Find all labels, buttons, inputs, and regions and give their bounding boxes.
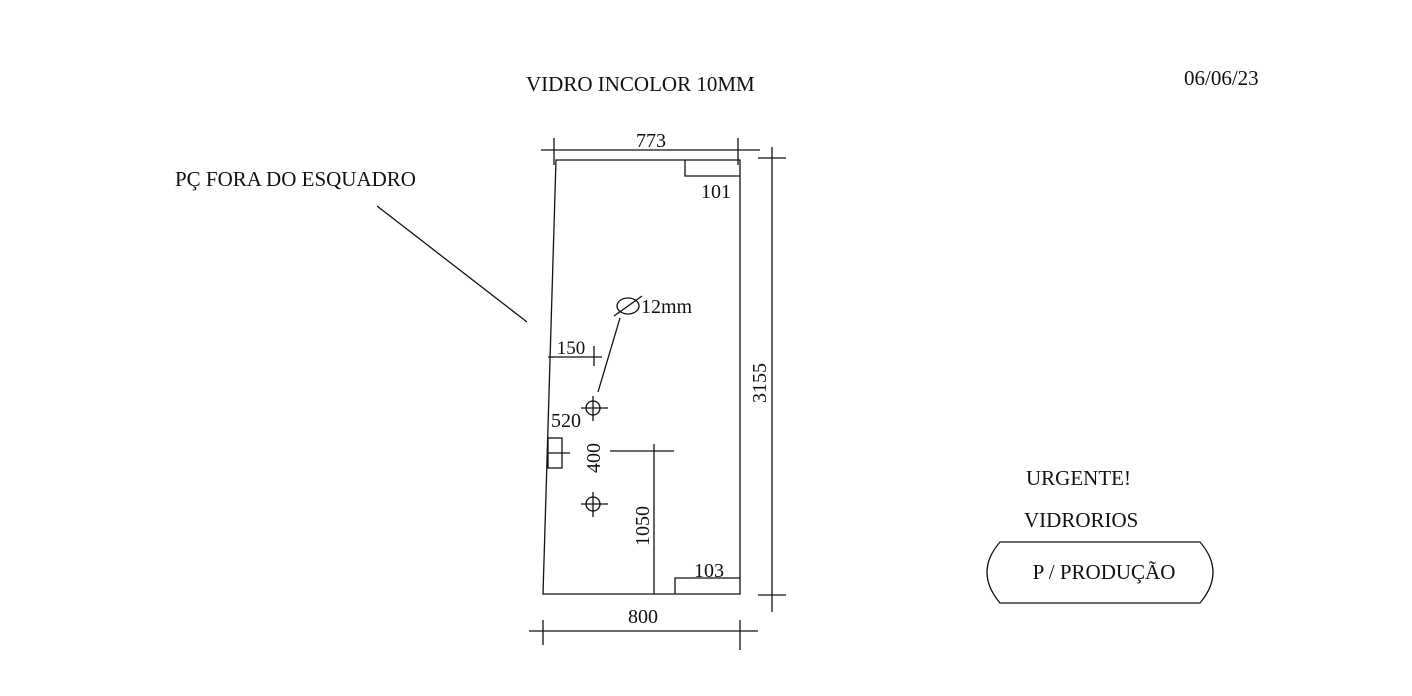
dim-height-label: 3155 [749, 363, 771, 403]
drawing-date: 06/06/23 [1184, 66, 1259, 90]
upper-hole [581, 396, 608, 421]
dim-hole-offset-x: 150 [548, 338, 602, 366]
dim-hole-offset-x-label: 150 [557, 338, 586, 359]
out-of-square-note: PÇ FORA DO ESQUADRO [175, 167, 416, 191]
drawing-title: VIDRO INCOLOR 10MM [526, 72, 755, 96]
top-notch: 101 [684, 160, 740, 203]
diameter-symbol-icon [616, 297, 640, 315]
production-stamp-frame [986, 541, 1214, 604]
company-label: VIDRORIOS [1024, 508, 1138, 532]
dim-top-width: 773 [541, 130, 760, 165]
dim-hole-spacing-label: 400 [583, 443, 605, 473]
dim-bottom-width: 800 [529, 606, 758, 650]
lower-hole [581, 492, 608, 517]
production-stamp-label: P / PRODUÇÃO [1033, 560, 1176, 584]
glass-piece-outline [542, 159, 741, 595]
note-leader-line [376, 205, 528, 323]
left-edge-notch [547, 437, 570, 469]
top-notch-label: 101 [701, 181, 731, 203]
dim-top-width-label: 773 [636, 130, 666, 152]
dim-hole-offset-y-label: 520 [551, 410, 581, 432]
dim-height: 3155 [749, 147, 786, 612]
bottom-notch-label: 103 [694, 560, 724, 582]
dim-hole-height-label: 1050 [632, 506, 654, 546]
dim-hole-height: 1050 [610, 444, 674, 594]
hole-diameter-label: 12mm [641, 296, 693, 318]
bottom-notch: 103 [674, 560, 740, 594]
hole-diameter-annotation: 12mm [597, 295, 693, 393]
urgent-label: URGENTE! [1026, 466, 1131, 490]
dim-bottom-width-label: 800 [628, 606, 658, 628]
